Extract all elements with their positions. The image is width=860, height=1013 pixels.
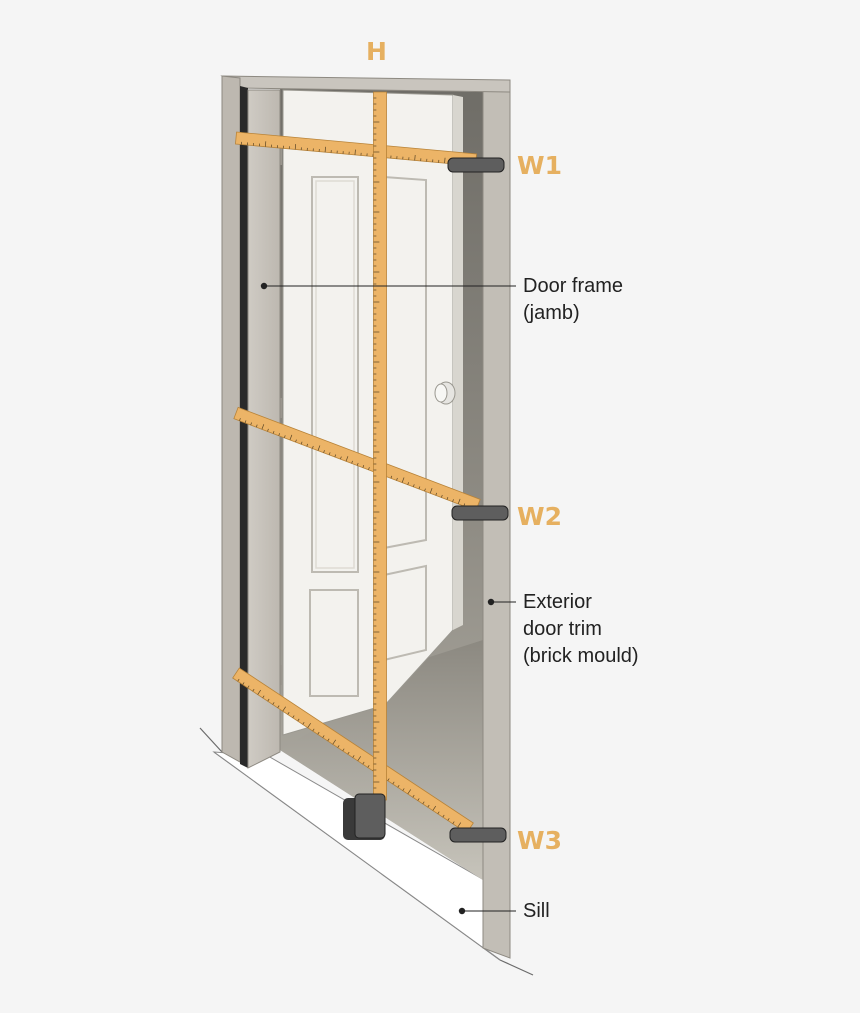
tape-measure-case-w2 (451, 505, 509, 521)
door-panel (311, 176, 359, 573)
tape-measure-case-w1 (447, 157, 505, 173)
door-panel (309, 589, 359, 697)
brick-mould-label: (brick mould) (523, 645, 639, 667)
height-label: H (366, 37, 387, 66)
door-knob-icon (434, 381, 456, 405)
exterior-label: Exterior (523, 591, 592, 613)
door-slab (277, 89, 463, 736)
tape-measure-case-h (343, 793, 386, 840)
jamb-label: (jamb) (523, 302, 580, 324)
tape-measure-icon (373, 91, 387, 801)
sill-label: Sill (523, 900, 550, 922)
tape-measure-icon (233, 406, 481, 512)
door-trim-label: door trim (523, 618, 602, 640)
door-frame-label: Door frame (523, 275, 624, 297)
tape-measures (232, 91, 509, 843)
width-top-label: W1 (517, 151, 562, 180)
tape-measure-case-w3 (449, 827, 507, 843)
width-bottom-label: W3 (517, 826, 562, 855)
width-middle-label: W2 (517, 502, 562, 531)
tape-measure-icon (235, 131, 477, 167)
